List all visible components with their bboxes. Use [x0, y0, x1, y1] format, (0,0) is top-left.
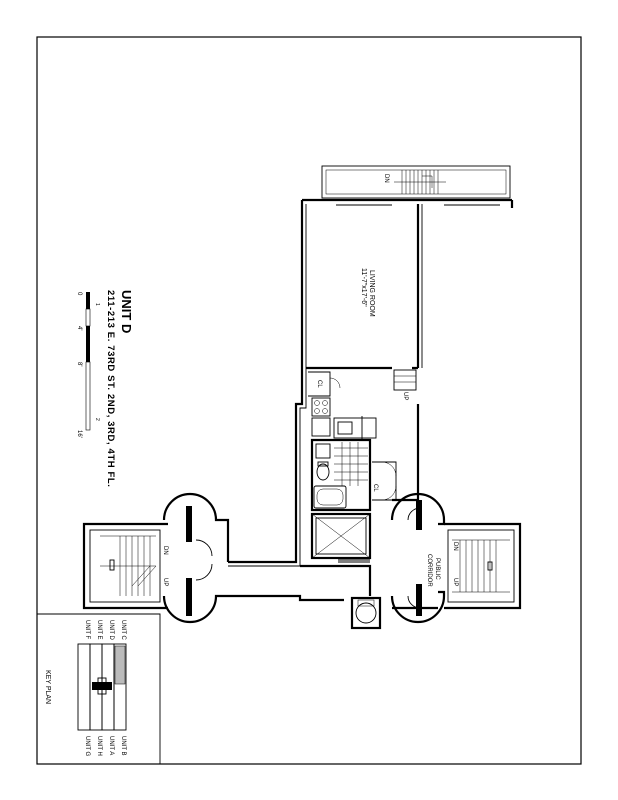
bathtub	[313, 485, 347, 509]
living-room-name: LIVING ROOM	[368, 270, 375, 317]
unit-plan: DN UP CL	[82, 165, 522, 630]
scale-minor-1: 1	[94, 303, 100, 306]
unit-stair-up-label: UP	[402, 392, 408, 400]
living-room-dims: 11'-7"x17'-6"	[360, 268, 367, 307]
scale-bar-seg-2	[85, 308, 91, 327]
key-plan: KEY PLAN UNIT C UNIT D UNIT E UNIT F UNI…	[37, 613, 161, 764]
toilet	[316, 463, 330, 481]
scale-tick-0: 0	[76, 292, 82, 296]
sheet-border	[36, 36, 582, 765]
key-label-unit-f: UNIT F	[84, 620, 90, 640]
stair-east-up-label: UP	[452, 578, 458, 586]
range-stove	[311, 397, 331, 417]
key-plan-title: KEY PLAN	[44, 670, 51, 704]
kitchen-sink	[337, 421, 353, 435]
corridor-label-1: PUBLIC	[434, 558, 440, 580]
corridor-lobe-bottom	[390, 590, 446, 624]
fire-stair-top: DN	[321, 165, 511, 199]
scale-bar-seg-3	[86, 326, 90, 362]
key-label-unit-d: UNIT D	[108, 620, 114, 641]
west-vestibule	[162, 492, 230, 624]
scale-minor-2: 2	[94, 418, 100, 421]
stair-west-dn-label: DN	[162, 546, 168, 555]
scale-tick-4: 4'	[76, 326, 82, 330]
kitchen-counter	[333, 417, 377, 439]
bath-tile-pattern	[334, 442, 368, 486]
unit-title: UNIT D	[119, 290, 134, 333]
unit-wall-inner-line	[228, 204, 307, 567]
bath-closet-label: CL	[372, 484, 378, 492]
key-plan-unit-d-highlight	[114, 645, 126, 685]
unit-outer-wall	[228, 198, 514, 564]
bath-closet: CL	[372, 461, 397, 501]
fire-stair-dn-label: DN	[383, 174, 389, 183]
unit-stair-up: UP	[393, 369, 417, 400]
corridor-label-2: CORRIDOR	[426, 554, 432, 587]
scale-tick-16: 16'	[76, 430, 82, 438]
key-plan-bar-1	[77, 643, 91, 731]
stair-west-up-label: UP	[162, 578, 168, 586]
stair-west-treads	[100, 535, 157, 596]
key-label-unit-c: UNIT C	[120, 620, 126, 641]
key-plan-bar-4	[113, 643, 127, 731]
kitchen	[311, 397, 377, 440]
key-label-unit-e: UNIT E	[96, 620, 102, 640]
kitchen-closet-label: CL	[316, 380, 322, 388]
refrigerator	[311, 417, 331, 437]
graphic-scale: 0 4' 8' 16' 1 2	[76, 292, 100, 438]
kitchen-closet: CL	[308, 371, 341, 397]
key-label-unit-g: UNIT G	[84, 736, 90, 757]
title-block: UNIT D 211-213 E. 73RD ST. 2ND, 3RD, 4TH…	[105, 290, 134, 488]
key-label-unit-h: UNIT H	[96, 736, 102, 756]
scale-bar-seg-1	[86, 292, 90, 309]
fire-stair-treads	[394, 170, 446, 194]
bath-vanity	[315, 443, 331, 459]
scale-tick-8: 8'	[76, 362, 82, 366]
corridor-lobe-top	[390, 492, 446, 526]
bathroom	[310, 438, 372, 512]
stair-east-treads	[452, 539, 510, 593]
address-line: 211-213 E. 73RD ST. 2ND, 3RD, 4TH FL.	[105, 290, 116, 488]
trash-chute	[350, 596, 382, 630]
key-label-unit-b: UNIT B	[120, 736, 126, 756]
elevator-shaft	[310, 512, 372, 560]
stair-east: DN UP	[444, 522, 522, 610]
stair-west: DN UP	[82, 522, 168, 610]
stair-east-dn-label: DN	[452, 542, 458, 551]
public-corridor: PUBLIC CORRIDOR	[390, 492, 446, 624]
scale-bar-seg-4	[85, 361, 91, 431]
key-label-unit-a: UNIT A	[108, 736, 114, 755]
